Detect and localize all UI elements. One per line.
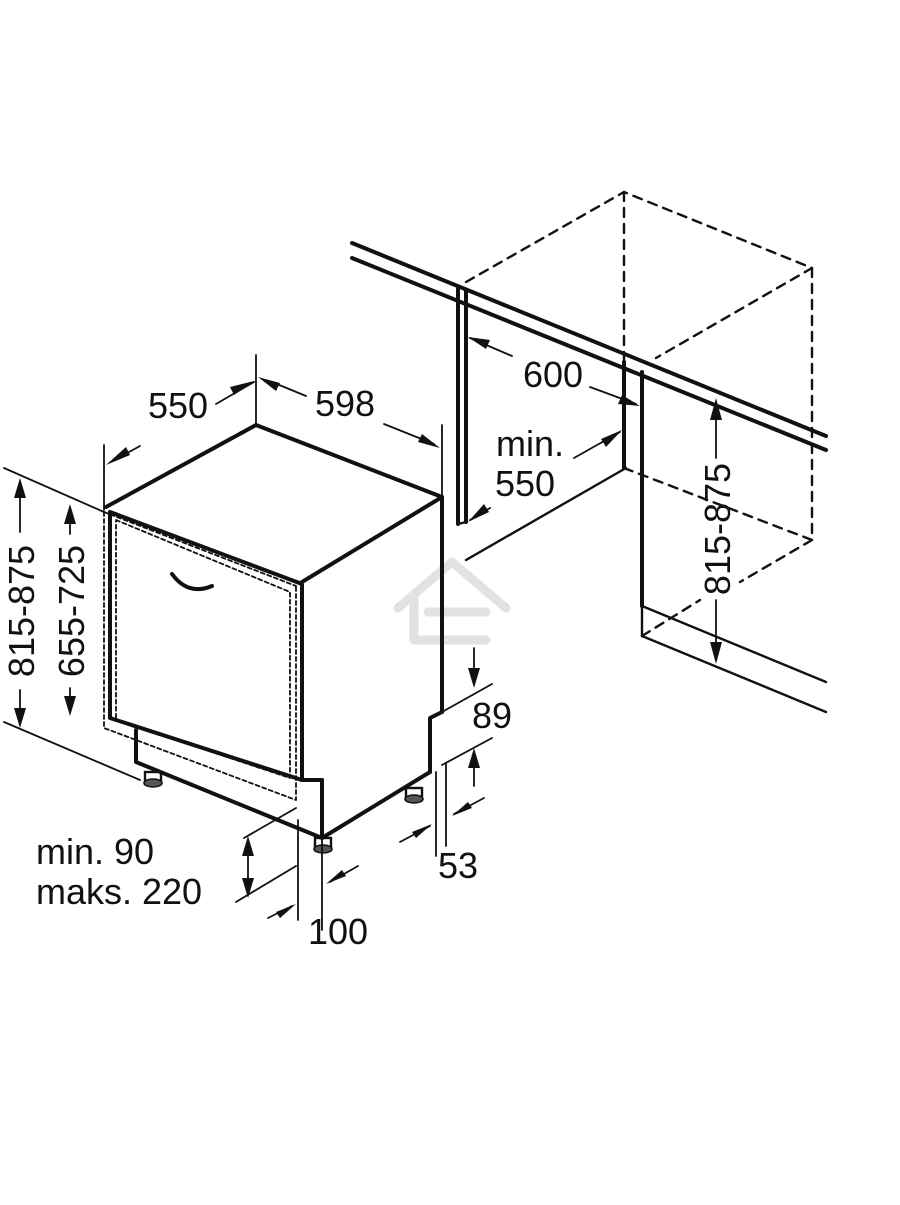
niche-structure [350,190,828,714]
label-height-total: 815-875 [1,545,42,677]
foot-front-left [143,770,163,788]
label-plinth-height-line1: min. 90 [36,831,154,872]
label-width: 598 [315,383,375,424]
label-niche-height: 815-875 [697,463,738,595]
label-plinth-height-line2: maks. 220 [36,871,202,912]
label-niche-depth-line1: min. [496,423,564,464]
foot-front-right [313,836,333,854]
house-logo-icon [393,557,511,645]
dimension-labels: 550 598 600 min. 550 815-875 815-875 655… [1,354,738,952]
dimension-lines [3,337,722,931]
label-niche-depth-line2: 550 [495,463,555,504]
label-niche-width: 600 [523,354,583,395]
label-foot-height: 53 [438,845,478,886]
foot-rear-right [404,786,424,804]
dishwasher-body [103,423,444,854]
label-plinth-depth: 100 [308,911,368,952]
label-plinth-gap: 89 [472,695,512,736]
label-depth: 550 [148,385,208,426]
label-height-body: 655-725 [51,545,92,677]
